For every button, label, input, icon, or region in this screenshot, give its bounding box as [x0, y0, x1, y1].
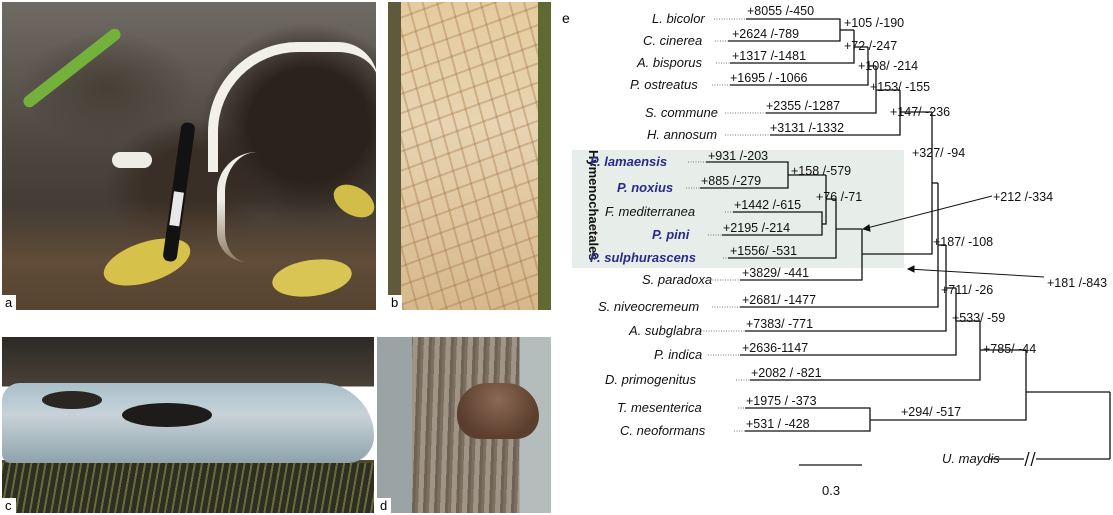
node-label: +76 /-71 — [816, 190, 862, 204]
node-label: +72 /-247 — [844, 39, 897, 53]
photo-panel-a: a — [2, 2, 376, 310]
taxon-label-highlighted: P. lamaensis — [590, 154, 667, 169]
branch-label: +7383/ -771 — [746, 317, 813, 331]
branch-label: +1556/ -531 — [730, 244, 797, 258]
branch-label: +2681/ -1477 — [742, 293, 816, 307]
grass — [2, 463, 374, 513]
taxon-label: C. cinerea — [643, 33, 702, 48]
node-label: +212 /-334 — [993, 190, 1053, 204]
panel-letter-b: b — [388, 295, 402, 310]
phylogenetic-tree: e Hymenochaetales L. bicolor C. cinerea … — [560, 0, 1113, 515]
taxon-label: T. mesenterica — [617, 400, 702, 415]
taxon-label-highlighted: P. sulphurascens — [590, 250, 696, 265]
branch-label: +2195 /-214 — [723, 221, 790, 235]
node-label: +181 /-843 — [1047, 276, 1107, 290]
white-crust-fungus — [2, 383, 374, 463]
branch-label: +1975 / -373 — [746, 394, 817, 408]
taxon-label: A. subglabra — [628, 323, 702, 338]
branch-label: +3131 /-1332 — [770, 121, 844, 135]
branch-label: +1317 /-1481 — [732, 49, 806, 63]
node-label: +153/ -155 — [870, 80, 930, 94]
panel-letter-a: a — [2, 295, 16, 310]
grass-blade — [21, 26, 123, 109]
branch-label: +885 /-279 — [701, 174, 761, 188]
branch-label: +1442 /-615 — [734, 198, 801, 212]
taxon-label: S. paradoxa — [642, 272, 712, 287]
panel-letter-e: e — [562, 10, 570, 26]
node-label: +294/ -517 — [901, 405, 961, 419]
node-label: +147/ -236 — [890, 105, 950, 119]
node-label: +327/ -94 — [912, 146, 965, 160]
node-label: +158 /-579 — [791, 164, 851, 178]
photo-panel-d: d — [377, 337, 551, 513]
node-label: +785/ -44 — [983, 342, 1036, 356]
scale-bar-label: 0.3 — [822, 483, 840, 498]
taxon-label: A. bisporus — [636, 55, 703, 70]
branch-break-icon — [1025, 452, 1035, 466]
node-label: +533/ -59 — [952, 311, 1005, 325]
node-label: +105 /-190 — [844, 16, 904, 30]
taxon-label: C. neoformans — [620, 423, 706, 438]
panel-letter-d: d — [377, 498, 391, 513]
taxon-label: H. annosum — [647, 127, 717, 142]
branch-label: +3829/ -441 — [742, 266, 809, 280]
node-label: +187/ -108 — [933, 235, 993, 249]
taxon-label: P. ostreatus — [630, 77, 698, 92]
branch-label: +2624 /-789 — [732, 27, 799, 41]
bracket-fungus — [457, 383, 539, 439]
taxon-label: L. bicolor — [652, 11, 705, 26]
taxon-label: S. commune — [645, 105, 718, 120]
panel-letter-c: c — [2, 498, 16, 513]
taxon-label-highlighted: P. noxius — [617, 180, 673, 195]
branch-label: +531 / -428 — [746, 417, 810, 431]
photo-panel-b: b — [388, 2, 551, 310]
photo-panel-c: c — [2, 337, 374, 513]
branch-label: +1695 / -1066 — [730, 71, 808, 85]
white-fungus-margin — [208, 42, 376, 172]
taxon-label: D. primogenitus — [605, 372, 697, 387]
taxon-label: F. mediterranea — [605, 204, 695, 219]
branch-label: +2355 /-1287 — [766, 99, 840, 113]
node-label: +711/ -26 — [941, 283, 993, 297]
branch-label: +931 /-203 — [708, 149, 768, 163]
node-label: +108/ -214 — [858, 59, 918, 73]
branch-label: +8055 /-450 — [747, 4, 814, 18]
taxon-label: S. niveocremeum — [598, 299, 699, 314]
branch-label: +2636-1147 — [742, 341, 808, 355]
branch-label: +2082 / -821 — [751, 366, 822, 380]
taxon-label-highlighted: P. pini — [652, 227, 690, 242]
white-fungus-margin — [112, 152, 152, 168]
taxon-label: P. indica — [654, 347, 702, 362]
